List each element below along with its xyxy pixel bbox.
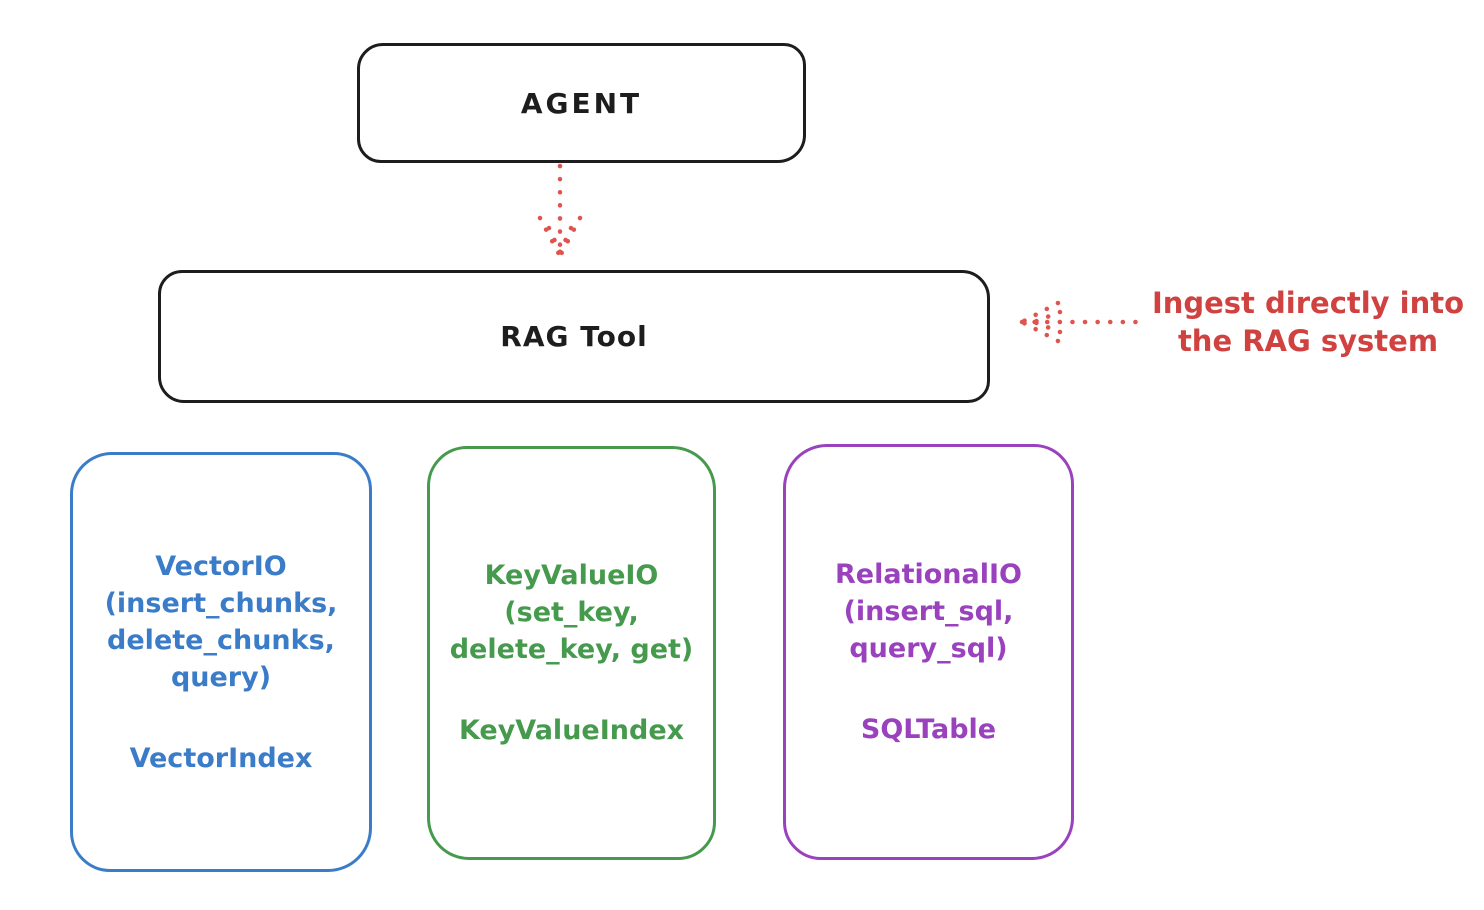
keyvalueio-card-title: KeyValueIO <box>484 560 659 591</box>
relationalio-card-title: RelationalIO <box>835 559 1022 590</box>
vectorio-card: VectorIO (insert_chunks, delete_chunks, … <box>70 452 372 872</box>
keyvalueio-card-line: (set_key, <box>504 597 639 628</box>
ingest-annotation: Ingest directly into the RAG system <box>1140 284 1476 360</box>
vectorio-card-title: VectorIO <box>155 550 287 582</box>
vectorio-card-line: delete_chunks, <box>107 624 335 656</box>
ingest-annotation-line-1: Ingest directly into <box>1151 286 1465 320</box>
relationalio-card-line: query_sql) <box>849 633 1008 664</box>
dotted-down-arrow-icon <box>537 163 583 259</box>
agent-node: AGENT <box>357 43 806 163</box>
vectorio-card-index-label: VectorIndex <box>129 742 313 774</box>
vectorio-card-line: (insert_chunks, <box>104 587 338 619</box>
keyvalueio-card-line: delete_key, get) <box>449 634 694 665</box>
agent-node-label: AGENT <box>520 86 643 120</box>
relationalio-card-line: (insert_sql, <box>843 596 1014 627</box>
ingest-annotation-line-2: the RAG system <box>1177 324 1439 358</box>
rag-tool-node: RAG Tool <box>158 270 990 403</box>
keyvalueio-card: KeyValueIO (set_key, delete_key, get) Ke… <box>427 446 716 860</box>
dotted-left-arrow-icon <box>1019 300 1139 344</box>
keyvalueio-card-index-label: KeyValueIndex <box>458 715 685 746</box>
relationalio-card-index-label: SQLTable <box>860 714 997 745</box>
rag-tool-node-label: RAG Tool <box>500 320 648 353</box>
relationalio-card: RelationalIO (insert_sql, query_sql) SQL… <box>783 444 1074 860</box>
vectorio-card-line: query) <box>170 661 272 693</box>
